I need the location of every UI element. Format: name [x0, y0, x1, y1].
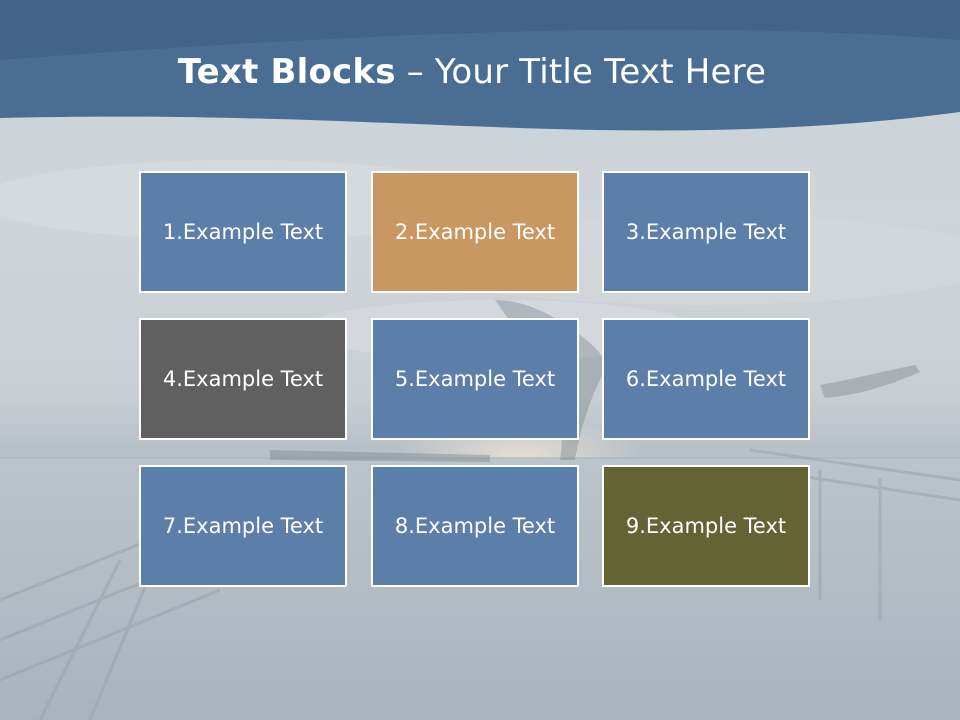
text-block-3[interactable]: 3.Example Text [602, 171, 810, 293]
title-separator: – [395, 52, 435, 92]
text-block-5[interactable]: 5.Example Text [371, 318, 579, 440]
text-block-label: 7.Example Text [162, 514, 324, 538]
text-block-label: 1.Example Text [162, 220, 324, 244]
title-rest-text: Your Title Text Here [434, 52, 767, 92]
text-block-label: 4.Example Text [162, 367, 324, 391]
text-block-7[interactable]: 7.Example Text [139, 465, 347, 587]
text-block-9[interactable]: 9.Example Text [602, 465, 810, 587]
text-block-label: 5.Example Text [394, 367, 556, 391]
text-block-label: 6.Example Text [625, 367, 787, 391]
text-block-1[interactable]: 1.Example Text [139, 171, 347, 293]
title-bold-text: Text Blocks [177, 52, 396, 92]
slide-title: Text Blocks – Your Title Text Here [0, 52, 944, 92]
text-block-2[interactable]: 2.Example Text [371, 171, 579, 293]
text-block-label: 3.Example Text [625, 220, 787, 244]
text-block-4[interactable]: 4.Example Text [139, 318, 347, 440]
text-block-label: 2.Example Text [394, 220, 556, 244]
text-block-label: 9.Example Text [625, 514, 787, 538]
text-block-6[interactable]: 6.Example Text [602, 318, 810, 440]
text-block-label: 8.Example Text [394, 514, 556, 538]
text-block-8[interactable]: 8.Example Text [371, 465, 579, 587]
